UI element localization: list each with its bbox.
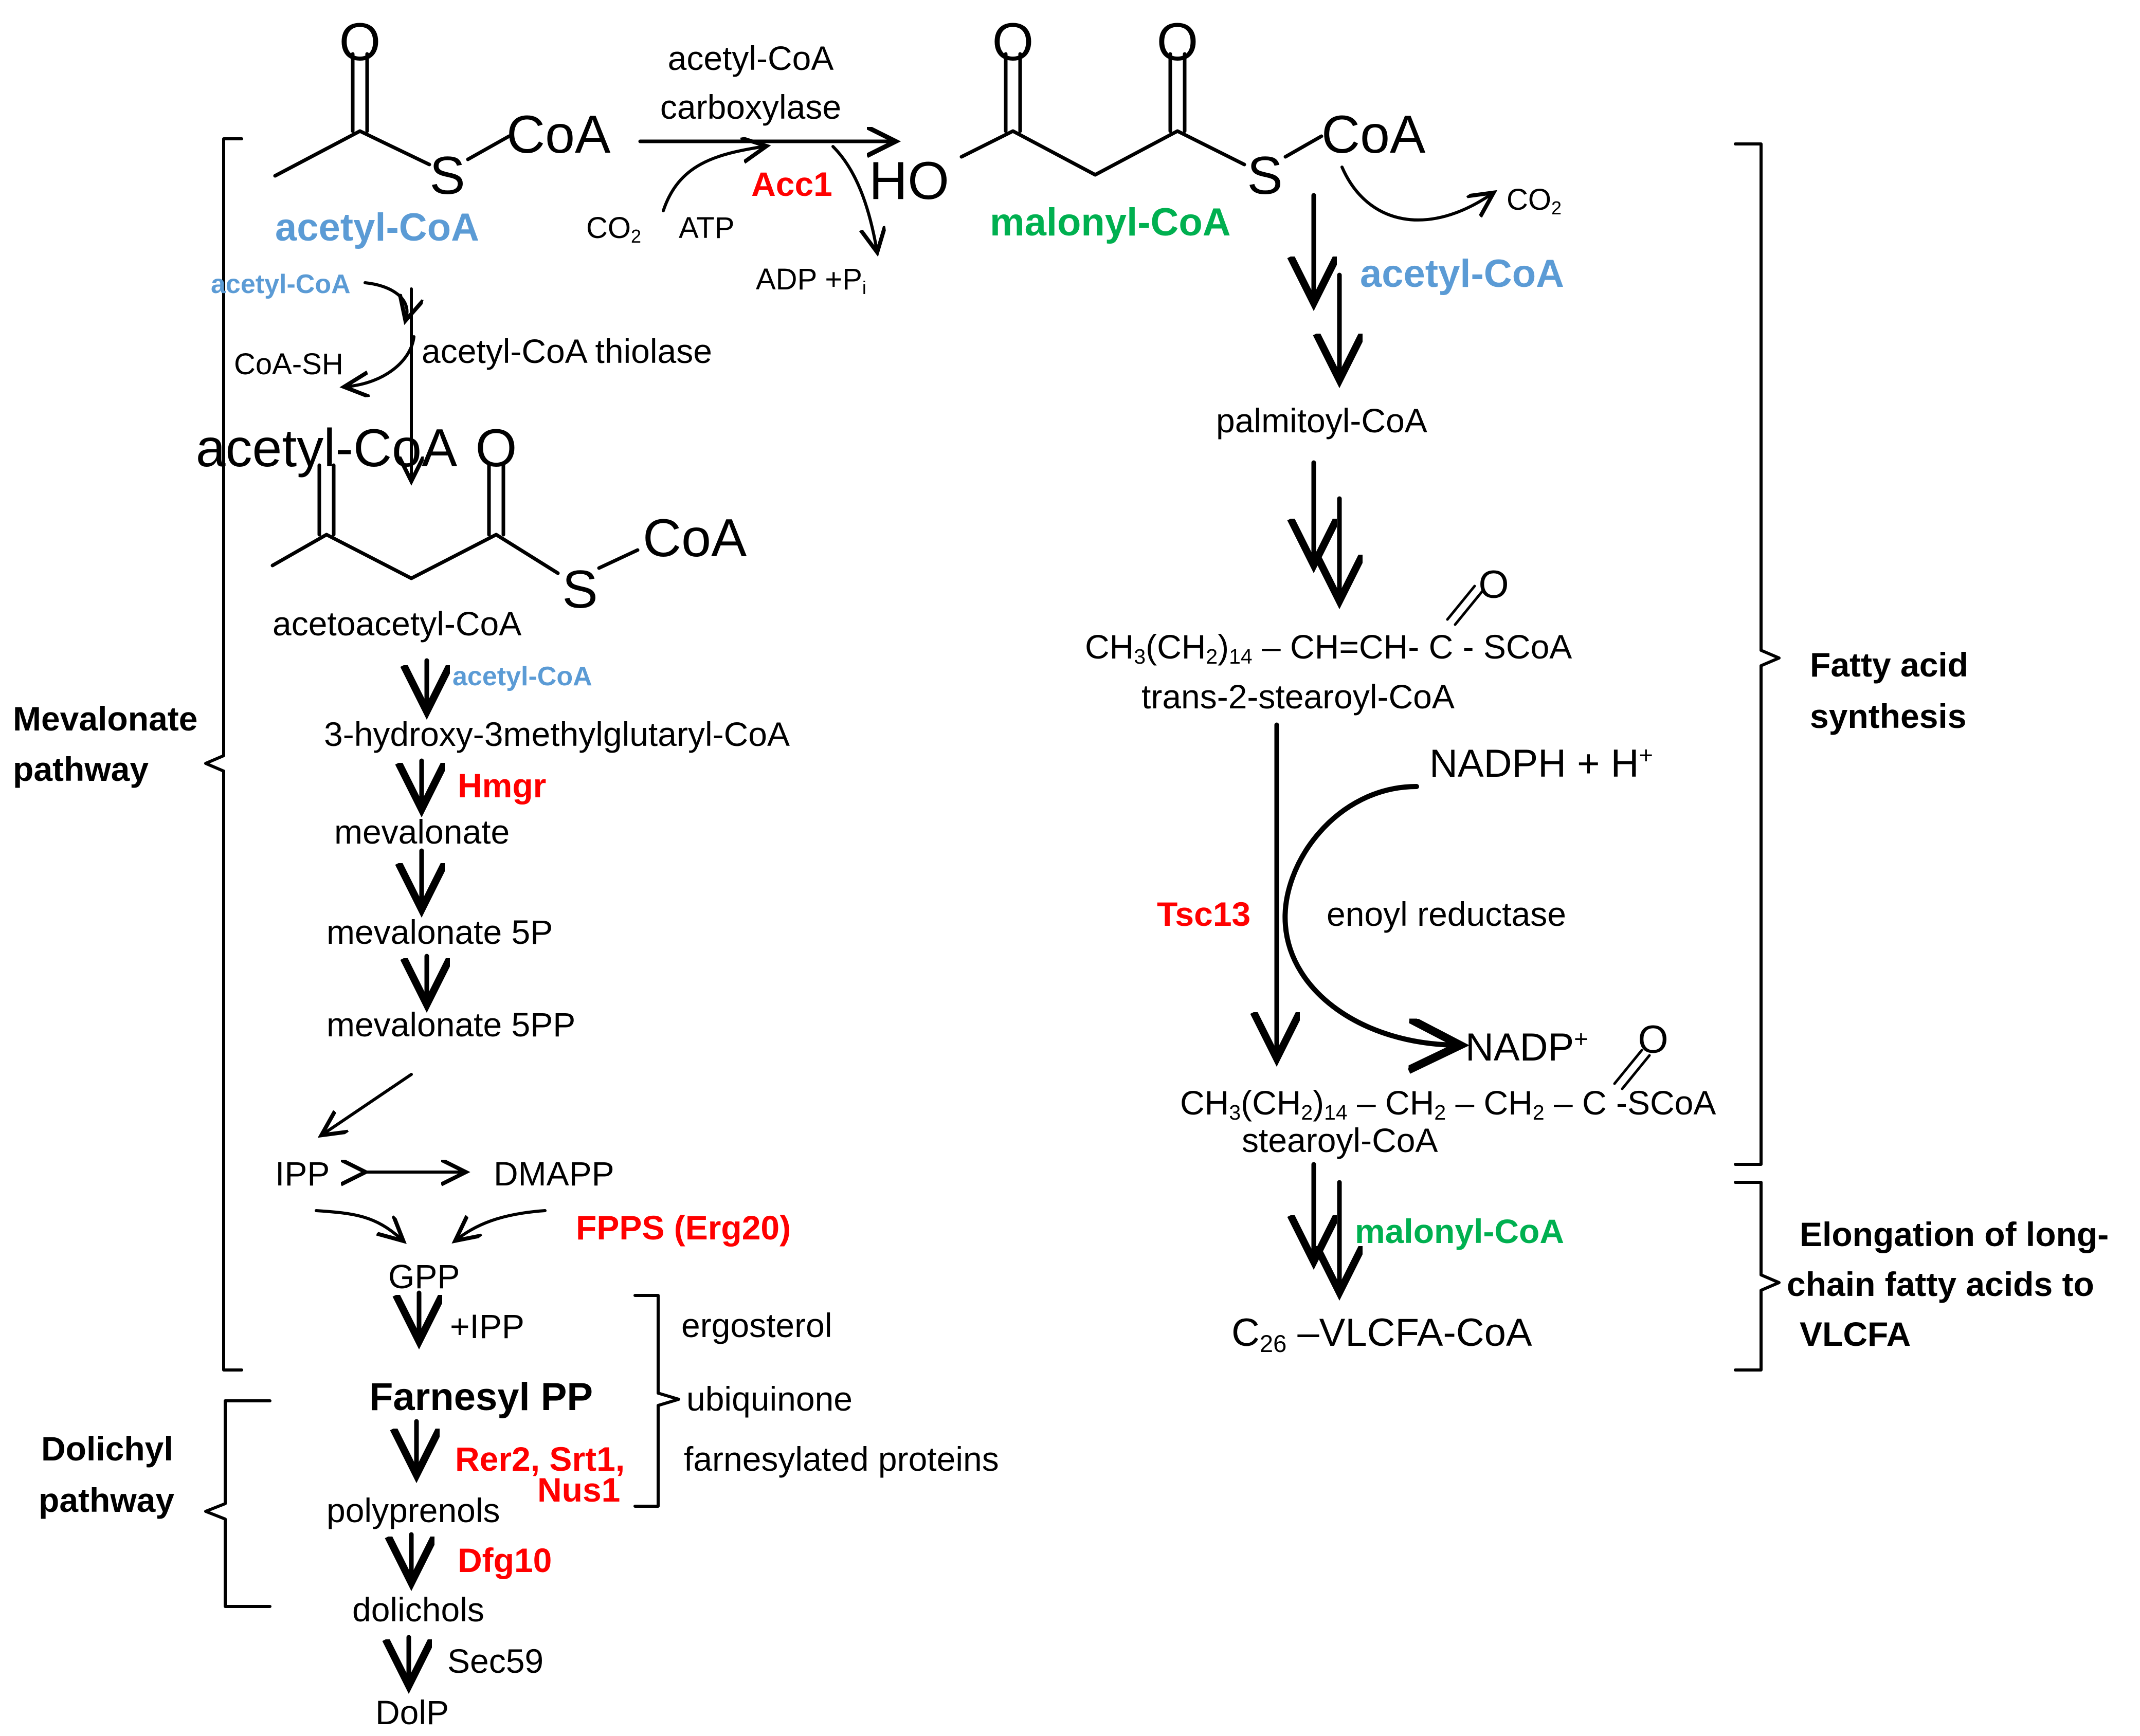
oxygen-atom: acetyl-CoA (195, 418, 458, 478)
elongation-label: chain fatty acids to (1787, 1265, 2094, 1303)
hydroxyl-label: HO (869, 151, 949, 211)
fatty-acid-synthesis-label: Fatty acid (1810, 646, 1969, 684)
co2-label: CO2 (586, 211, 641, 247)
enzyme-acc1: Acc1 (751, 165, 832, 203)
farnesyl-products-bracket (633, 1294, 680, 1508)
adp-out-arrow (831, 145, 877, 249)
oxygen-atom: O (1638, 1018, 1669, 1062)
mevalonate-arrows (409, 658, 427, 1681)
trans-carbonyl-bond (1446, 584, 1484, 626)
enzyme-fpps: FPPS (Erg20) (576, 1209, 791, 1247)
acetyl-coa-label: acetyl-CoA (275, 206, 479, 249)
adp-label: ADP +Pi (756, 263, 866, 298)
mevalonate-pathway-label: pathway (13, 750, 149, 788)
dolichyl-pathway-label: Dolichyl (41, 1430, 173, 1468)
enzyme-name: acetyl-CoA (667, 39, 834, 77)
mevalonate-5p-label: mevalonate 5P (327, 913, 553, 951)
thiolase-label: acetyl-CoA thiolase (422, 332, 712, 370)
mevalonate-5pp-label: mevalonate 5PP (327, 1006, 576, 1044)
enoyl-reductase-label: enoyl reductase (1327, 895, 1566, 933)
enzyme-hmgr: Hmgr (458, 766, 547, 805)
acetyl-coa-label: acetyl-CoA (1360, 252, 1564, 296)
sulfur-atom: S (429, 146, 465, 206)
acetyl-coa-in-arrow (364, 281, 407, 318)
ergosterol-label: ergosterol (681, 1306, 832, 1344)
coash-out-arrow (347, 335, 415, 387)
dolichyl-bracket (204, 1399, 271, 1608)
enzyme-name: carboxylase (660, 88, 842, 126)
oxygen-atom: O (1478, 563, 1509, 607)
sec59-label: Sec59 (447, 1642, 544, 1680)
oxygen-atom: O (475, 418, 517, 478)
elongation-label: VLCFA (1800, 1315, 1911, 1353)
acetoacetyl-coa-structure (270, 463, 640, 580)
dolp-label: DolP (375, 1693, 449, 1731)
fas-double-arrows (1314, 193, 1339, 1288)
mevalonate-pathway-label: Mevalonate (13, 700, 198, 738)
polyprenols-label: polyprenols (327, 1491, 500, 1529)
coa-label: CoA (1321, 105, 1426, 165)
sulfur-atom: S (562, 560, 598, 619)
elongation-label: Elongation of long- (1800, 1215, 2109, 1253)
stearoyl-coa-label: stearoyl-CoA (1242, 1121, 1438, 1159)
malonyl-coa-label: malonyl-CoA (1355, 1212, 1565, 1250)
hmg-coa-label: 3-hydroxy-3methylglutaryl-CoA (324, 715, 790, 753)
palmitoyl-coa-label: palmitoyl-CoA (1216, 401, 1427, 440)
vlcfa-coa-label: C26 –VLCFA-CoA (1231, 1311, 1532, 1357)
acetyl-coa-label: acetyl-CoA (211, 269, 351, 299)
coa-sh-label: CoA-SH (234, 348, 343, 381)
oxygen-atom: O (992, 12, 1034, 72)
mevalonate-label: mevalonate (334, 813, 510, 851)
stearoyl-carbonyl-bond (1613, 1049, 1651, 1090)
oxygen-atom: O (1156, 12, 1199, 72)
dolichyl-pathway-label: pathway (39, 1481, 175, 1519)
farnesyl-pp-label: Farnesyl PP (369, 1375, 593, 1419)
mevalonate-bracket (204, 137, 243, 1372)
fatty-acid-bracket (1734, 142, 1781, 1166)
farnesylated-proteins-label: farnesylated proteins (684, 1440, 999, 1478)
enzyme-rer2-srt1: Rer2, Srt1, (455, 1440, 625, 1478)
dmapp-label: DMAPP (494, 1155, 614, 1193)
trans-2-stearoyl-coa-label: trans-2-stearoyl-CoA (1141, 678, 1455, 716)
acetoacetyl-coa-label: acetoacetyl-CoA (273, 605, 522, 643)
malonyl-coa-structure (959, 52, 1323, 177)
fatty-acid-synthesis-label: synthesis (1810, 697, 1967, 735)
stearoyl-formula: CH3(CH2)14 – CH2 – CH2 – C -SCoA (1180, 1084, 1716, 1125)
co2-release-arrow (1340, 166, 1491, 222)
co2-label: CO2 (1507, 183, 1562, 218)
nadph-curve-arrow (1282, 784, 1455, 1045)
dolichols-label: dolichols (352, 1591, 484, 1629)
enzyme-dfg10: Dfg10 (458, 1541, 552, 1579)
acetyl-coa-structure (273, 52, 511, 178)
coa-label: CoA (506, 105, 611, 165)
dmapp-gpp-arrow (458, 1209, 547, 1239)
co2-in-arrow (662, 147, 764, 212)
acetyl-coa-label: acetyl-CoA (452, 662, 592, 691)
enzyme-nus1: Nus1 (537, 1471, 621, 1509)
oxygen-atom: O (339, 12, 381, 72)
nadph-label: NADPH + H+ (1429, 741, 1654, 785)
sulfur-atom: S (1247, 146, 1283, 206)
coa-label: CoA (643, 508, 747, 568)
elongation-bracket (1734, 1181, 1781, 1372)
gpp-label: GPP (388, 1257, 460, 1295)
ubiquinone-label: ubiquinone (686, 1380, 853, 1418)
atp-label: ATP (679, 211, 735, 245)
trans-2-stearoyl-formula: CH3(CH2)14 – CH=CH- C - SCoA (1085, 628, 1572, 669)
enzyme-tsc13: Tsc13 (1157, 895, 1251, 933)
nadp-label: NADP+ (1465, 1025, 1588, 1069)
ipp-arrow (324, 1073, 413, 1134)
ipp-label: IPP (275, 1155, 330, 1193)
malonyl-coa-label: malonyl-CoA (990, 200, 1231, 244)
plus-ipp-label: +IPP (450, 1307, 524, 1345)
ipp-gpp-arrow (315, 1209, 401, 1239)
